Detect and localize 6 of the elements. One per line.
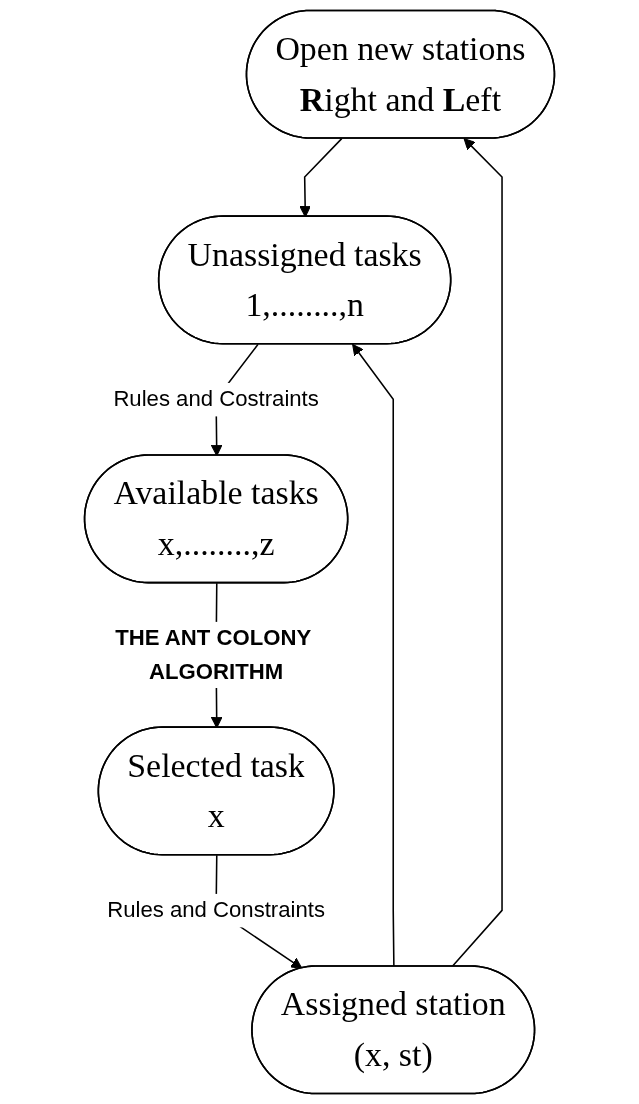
arrow (299, 137, 343, 218)
arrow (352, 343, 395, 968)
edge-label: Rules and Costraints (113, 386, 319, 412)
edge-label: Rules and Constraints (107, 897, 325, 923)
edge-label: THE ANT COLONY ALGORITHM (115, 625, 311, 684)
arrow (451, 138, 503, 968)
